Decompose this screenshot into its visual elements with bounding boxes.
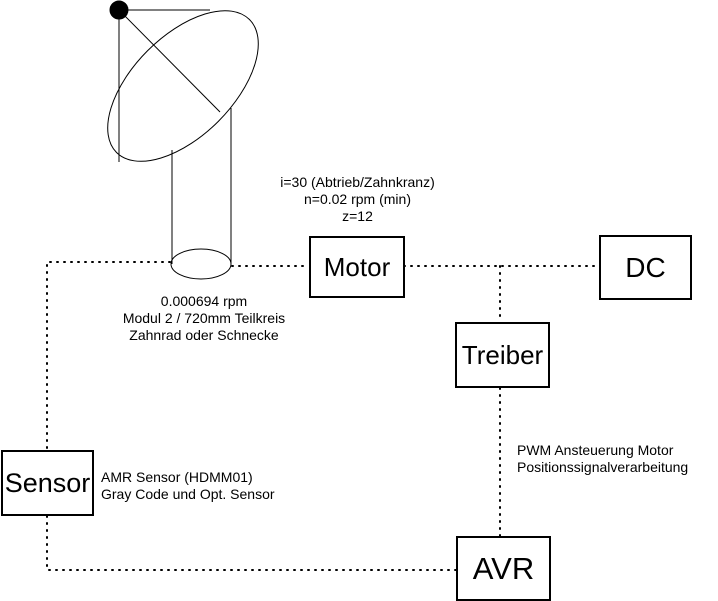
sensor-spec-gray: Gray Code und Opt. Sensor [101,486,275,502]
sensor-box: Sensor [1,450,94,516]
antenna-dish-icon [107,0,259,280]
treiber-label: Treiber [461,339,544,370]
dc-label: DC [625,251,666,283]
motor-spec-ratio: i=30 (Abtrieb/Zahnkranz) [280,174,435,190]
driver-spec-pwm: PWM Ansteuerung Motor [517,442,674,458]
sensor-specs: AMR Sensor (HDMM01) Gray Code und Opt. S… [101,469,275,503]
gear-spec-type: Zahnrad oder Schnecke [129,327,279,343]
avr-box: AVR [456,536,551,601]
link-dish-sensor [46,261,171,451]
feed-horn [109,0,129,20]
motor-spec-speed: n=0.02 rpm (min) [304,191,411,207]
gear-spec-speed: 0.000694 rpm [160,293,248,309]
driver-spec-position: Positionssignalverarbeitung [517,459,689,475]
motor-label: Motor [323,251,391,282]
sensor-label: Sensor [4,467,91,498]
motor-specs: i=30 (Abtrieb/Zahnkranz) n=0.02 rpm (min… [255,174,460,225]
treiber-box: Treiber [455,322,550,388]
gear-specs: 0.000694 rpm Modul 2 / 720mm Teilkreis Z… [100,293,308,344]
feed-strut-diagonal [118,9,221,113]
link-sensor-avr [46,515,457,571]
driver-specs: PWM Ansteuerung Motor Positionssignalver… [517,442,688,476]
avr-label: AVR [472,550,535,586]
dc-box: DC [599,235,692,300]
gear-spec-module: Modul 2 / 720mm Teilkreis [122,310,286,326]
motor-box: Motor [309,236,405,298]
motor-spec-teeth: z=12 [342,208,373,224]
dish-ellipse [107,10,259,162]
sensor-spec-amr: AMR Sensor (HDMM01) [101,469,253,485]
mast-base [170,248,232,280]
connections [46,261,600,571]
